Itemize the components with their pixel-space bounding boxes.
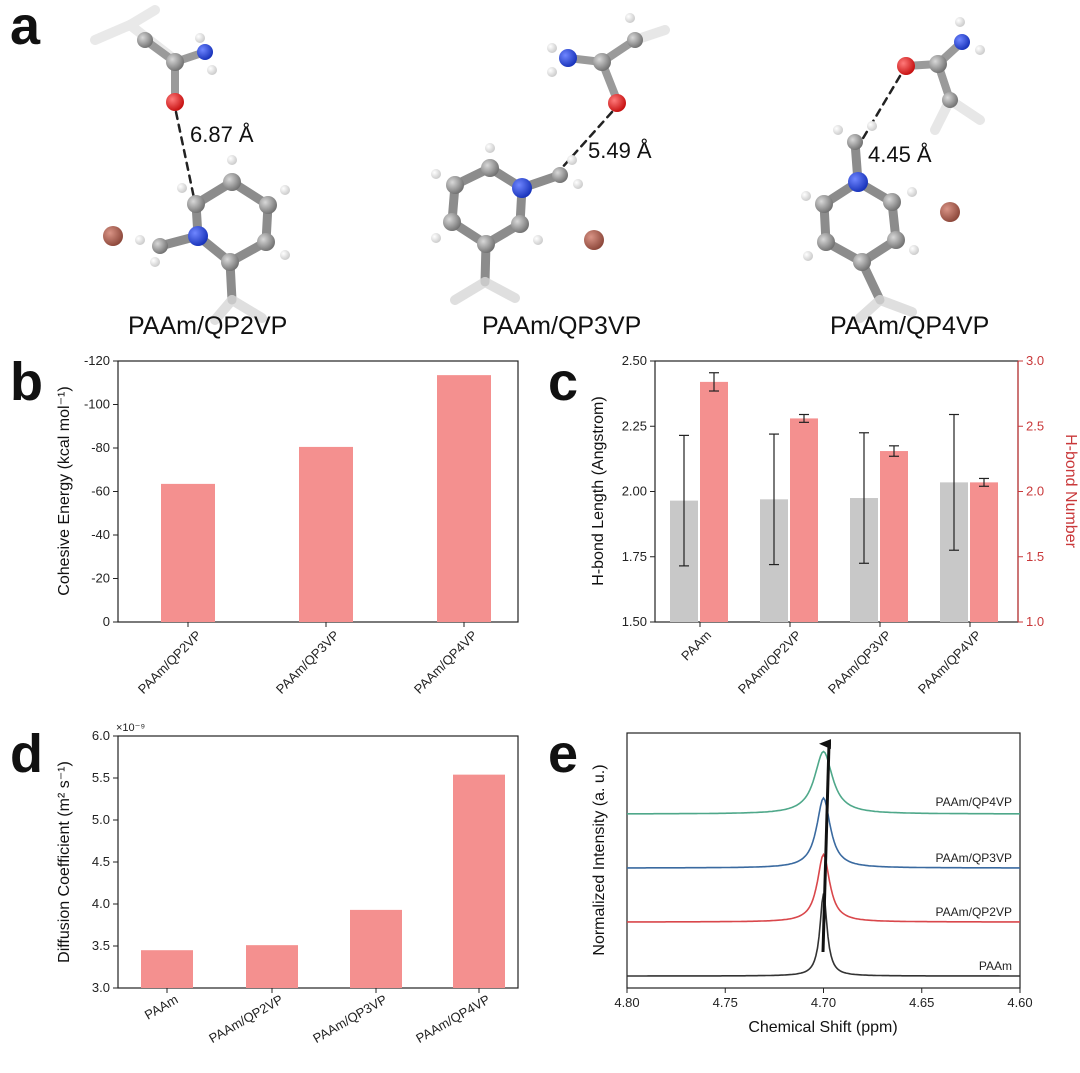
molecule-qp3vp: 5.49 Å — [431, 13, 670, 305]
structure-label-1: PAAm/QP2VP — [128, 312, 287, 340]
chart-d-ytick-label: 3.0 — [92, 980, 110, 995]
chart-c-ytick-right-label: 2.0 — [1026, 484, 1044, 499]
chart-d-xtick-label: PAAm/QP4VP — [413, 992, 492, 1046]
chart-b-xtick-label: PAAm/QP4VP — [411, 628, 480, 697]
chart-e-xtick-label: 4.80 — [614, 995, 639, 1010]
distance-label-3: 4.45 Å — [868, 142, 932, 167]
chart-c-bar-number — [700, 381, 728, 622]
panel-letter-b: b — [10, 352, 43, 412]
panel-letter-c: c — [548, 352, 578, 412]
distance-label-2: 5.49 Å — [588, 138, 652, 163]
chart-c-bar-number — [790, 418, 818, 622]
chart-b-bar — [299, 446, 353, 622]
chart-c-xtick-label: PAAm — [678, 628, 714, 664]
distance-line-1 — [174, 110, 196, 200]
chart-c-bar-number — [970, 482, 998, 622]
chart-e-xtick-label: 4.65 — [909, 995, 934, 1010]
chart-e-series-label: PAAm — [979, 959, 1012, 973]
chart-e-trace — [627, 796, 1020, 869]
chart-e-ylabel: Normalized Intensity (a. u.) — [591, 764, 608, 955]
molecule-qp2vp: 6.87 Å — [90, 5, 290, 325]
panel-letter-e: e — [548, 724, 578, 784]
chart-d-bar — [246, 945, 298, 988]
chart-e-xtick-label: 4.70 — [811, 995, 836, 1010]
chart-c-ylabel-right: H-bond Number — [1062, 434, 1079, 549]
chart-b-ytick-label: -20 — [91, 571, 110, 586]
chart-e: 4.80 4.75 4.70 4.65 4.60 PAAm PAAm/QP2VP PAAm/… — [591, 732, 1033, 1036]
chart-e-series-label: PAAm/QP3VP — [936, 851, 1012, 865]
chart-e-xtick-label: 4.75 — [713, 995, 738, 1010]
chart-d-ytick-label: 4.5 — [92, 854, 110, 869]
chart-c-ytick-label: 2.00 — [622, 484, 647, 499]
chart-d-xtick-label: PAAm — [142, 992, 181, 1023]
chart-c-ytick-label: 2.25 — [622, 418, 647, 433]
chart-b-xtick-label: PAAm/QP2VP — [135, 628, 204, 697]
chart-e-series-label: PAAm/QP2VP — [936, 905, 1012, 919]
chart-b: 0 -20 -40 -60 -80 -100 -120 PAAm/QP2VP PAAm/QP3… — [56, 353, 519, 697]
chart-d-exponent: ×10⁻⁹ — [116, 722, 145, 734]
chart-c-ytick-right-label: 2.5 — [1026, 418, 1044, 433]
chart-d-xtick-label: PAAm/QP2VP — [206, 992, 285, 1046]
chart-b-ytick-label: -60 — [91, 484, 110, 499]
chart-b-xtick-label: PAAm/QP3VP — [273, 628, 342, 697]
structure-label-3: PAAm/QP4VP — [830, 312, 989, 340]
chart-c: 1.50 1.75 2.00 2.25 2.50 1.0 1.5 2.0 2.5 3.0 PAA… — [590, 353, 1079, 697]
chart-e-xlabel: Chemical Shift (ppm) — [748, 1019, 897, 1036]
chart-d: ×10⁻⁹ 3.0 3.5 4.0 4.5 5.0 5.5 6.0 PAAm PAAm/QP2… — [56, 722, 519, 1046]
chart-e-arrow — [819, 739, 832, 953]
chart-d-ytick-label: 5.5 — [92, 770, 110, 785]
chart-c-ytick-label: 1.75 — [622, 549, 647, 564]
chart-c-ytick-right-label: 1.0 — [1026, 614, 1044, 629]
structure-label-2: PAAm/QP3VP — [482, 312, 641, 340]
chart-d-ytick-label: 5.0 — [92, 812, 110, 827]
chart-d-ylabel: Diffusion Coefficient (m² s⁻¹) — [56, 761, 73, 963]
panel-letter-d: d — [10, 724, 43, 784]
chart-b-ytick-label: -40 — [91, 527, 110, 542]
chart-b-bar — [161, 483, 215, 622]
chart-b-ytick-label: -80 — [91, 440, 110, 455]
chart-c-xtick-label: PAAm/QP3VP — [825, 628, 894, 697]
chart-c-ytick-right-label: 1.5 — [1026, 549, 1044, 564]
chart-e-series-label: PAAm/QP4VP — [936, 795, 1012, 809]
panel-letter-a: a — [10, 0, 41, 56]
chart-d-bar — [350, 909, 402, 988]
chart-b-ytick-label: -120 — [84, 353, 110, 368]
chart-b-bar — [437, 375, 491, 622]
chart-b-ytick-label: 0 — [103, 614, 110, 629]
chart-d-ytick-label: 6.0 — [92, 728, 110, 743]
chart-e-trace — [627, 750, 1020, 815]
chart-c-xtick-label: PAAm/QP4VP — [915, 628, 984, 697]
chart-c-xtick-label: PAAm/QP2VP — [735, 628, 804, 697]
panel-a: 6.87 Å PAAm/QP2VP 5 — [90, 5, 989, 340]
chart-b-ylabel: Cohesive Energy (kcal mol⁻¹) — [56, 386, 73, 595]
chart-e-xtick-label: 4.60 — [1007, 995, 1032, 1010]
chart-d-ytick-label: 3.5 — [92, 938, 110, 953]
distance-label-1: 6.87 Å — [190, 122, 254, 147]
chart-c-bar-number — [880, 451, 908, 622]
chart-b-ytick-label: -100 — [84, 397, 110, 412]
chart-c-ylabel: H-bond Length (Angstrom) — [590, 396, 607, 585]
chart-c-ytick-label: 2.50 — [622, 353, 647, 368]
chart-d-bar — [141, 950, 193, 988]
chart-e-trace — [627, 852, 1020, 923]
chart-c-ytick-right-label: 3.0 — [1026, 353, 1044, 368]
distance-line-3 — [860, 74, 902, 142]
chart-d-ytick-label: 4.0 — [92, 896, 110, 911]
chart-c-ytick-label: 1.50 — [622, 614, 647, 629]
molecule-qp4vp: 4.45 Å — [801, 17, 985, 323]
chart-d-bar — [453, 774, 505, 988]
chart-d-xtick-label: PAAm/QP3VP — [310, 992, 389, 1046]
